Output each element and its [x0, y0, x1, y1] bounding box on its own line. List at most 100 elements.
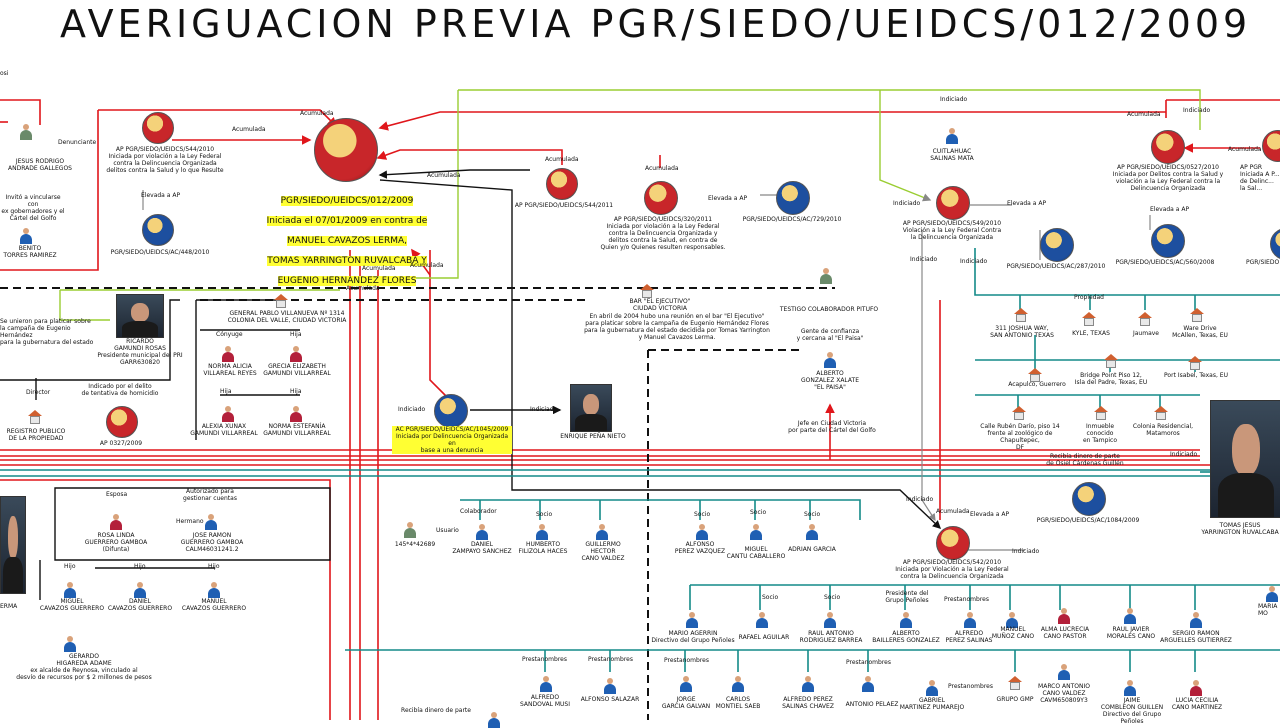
node-ap544-2011[interactable] [546, 168, 578, 200]
grupo-gmp-building-icon [1008, 676, 1022, 690]
label-calle-ruben: Calle Rubén Darío, piso 14 frente al zoo… [980, 423, 1060, 451]
person-maria-icon [1266, 586, 1278, 602]
node-ac287[interactable] [1040, 228, 1074, 262]
label-prestanombres-5: Prestanombres [846, 659, 891, 666]
person-alfonso-s-icon [604, 678, 616, 694]
label-marco: MARCO ANTONIO CANO VALDEZ CAVM650809Y3 [1038, 683, 1090, 704]
label-invito: Invitó a vincularse con ex gobernadores … [1, 194, 65, 222]
house-kyle-icon [1082, 312, 1096, 326]
node-ac560[interactable] [1151, 224, 1185, 258]
label-usuario: Usuario [436, 527, 459, 534]
label-hijo-1: Hijo [64, 563, 76, 570]
house-ware-icon [1190, 308, 1204, 322]
node-ac1084[interactable] [1072, 482, 1106, 516]
label-enrique: ENRIQUE PEÑA NIETO [560, 433, 626, 440]
label-norma-estefania: NORMA ESTEFANÍA GAMUNDI VILLARREAL [263, 423, 331, 437]
label-recibia-1: Recibía dinero de parte de Osiel Cárdena… [1046, 453, 1124, 467]
label-alfredo-ps: ALFREDO PEREZ SALINAS [945, 630, 993, 644]
label-prestanombres-2: Prestanombres [522, 656, 567, 663]
edge-elevada-1: Elevada a AP [141, 192, 181, 199]
label-socio-3: Socio [750, 509, 767, 516]
node-ap542[interactable] [936, 526, 970, 560]
central-line-1: PGR/SIEDO/UEIDCS/012/2009 [280, 196, 414, 206]
label-benito: BENITO TORRES RAMIREZ [3, 245, 57, 259]
label-gabriel: GABRIEL MARTINEZ PUMAREJO [899, 697, 965, 711]
label-esposa: Esposa [106, 491, 128, 498]
house-joshua-icon [1014, 308, 1028, 322]
person-gerardo-icon [64, 636, 76, 652]
label-alberto-paisa: ALBERTO GONZALEZ XALATE "EL PAISA" [800, 370, 860, 391]
label-alfredo-s: ALFREDO SANDOVAL MUSI [520, 694, 570, 708]
label-ware: Ware Drive McAllen, Texas, EU [1172, 325, 1228, 339]
label-daniel-cg: DANIEL CAVAZOS GUERRERO [107, 598, 173, 612]
node-ap549[interactable] [936, 186, 970, 220]
person-testigo-icon [820, 268, 840, 292]
label-colaborador: Colaborador [460, 508, 497, 515]
edge-elevada-3: Elevada a AP [1007, 200, 1047, 207]
person-alfonso-p-icon [696, 524, 708, 540]
label-mario: MARIO AGERRIN Directivo del Grupo Peñole… [651, 630, 735, 644]
node-ac729[interactable] [776, 181, 810, 215]
label-bar-text: En abril de 2004 hubo una reunión en el … [584, 313, 770, 341]
edge-acumulada-8: Acumulada [410, 262, 444, 269]
label-ricardo: RICARDO GAMUNDI ROSAS Presidente municip… [97, 338, 183, 366]
label-socio-6: Socio [824, 594, 841, 601]
node-ap320[interactable] [644, 181, 678, 215]
house-calle-icon [1012, 406, 1026, 420]
person-jaime-icon [1124, 680, 1136, 696]
edge-acumulada-6: Acumulada [1127, 111, 1161, 118]
person-grecia-icon [290, 346, 302, 362]
photo-ricardo[interactable] [116, 294, 164, 338]
edge-indiciado-9: Indiciado [906, 496, 934, 503]
label-manuel-m: MANUEL MUÑOZ CANO [991, 626, 1035, 640]
photo-enrique[interactable] [570, 384, 612, 432]
label-director: Director [26, 389, 51, 396]
label-grupo: GRUPO GMP [996, 696, 1034, 703]
person-alma-icon [1058, 608, 1070, 624]
label-port: Port Isabel, Texas, EU [1164, 372, 1228, 379]
edge-acumulada-7: Acumulada [1228, 146, 1262, 153]
label-grecia: GRECIA ELIZABETH GAMUNDI VILLARREAL [263, 363, 331, 377]
label-ac-right-edge: PGR/SIEDO [1246, 259, 1280, 266]
person-alexia-icon [222, 406, 234, 422]
person-bottom-icon [488, 712, 500, 728]
edge-acumulada-11: Acumulada [936, 508, 970, 515]
node-ap0327[interactable] [106, 406, 138, 438]
person-sergio-icon [1190, 612, 1202, 628]
person-jesus-icon [20, 124, 36, 144]
edge-elevada-5: Elevada a AP [970, 511, 1010, 518]
person-manuel-cg-icon [208, 582, 220, 598]
photo-left-woman[interactable] [0, 496, 26, 594]
edge-indiciado-10: Indiciado [1012, 548, 1040, 555]
person-carlos-icon [732, 676, 744, 692]
label-ap320: AP PGR/SIEDO/UEIDCS/320/2011 Iniciada po… [600, 216, 726, 251]
edge-indiciado-8: Indiciado [1170, 451, 1198, 458]
person-alberto-b-icon [900, 612, 912, 628]
label-carlos: CARLOS MONTIEL SAEB [715, 696, 761, 710]
label-prestanombres-3: Prestanombres [588, 656, 633, 663]
label-autorizado: Autorizado para gestionar cuentas [183, 488, 237, 502]
person-raul-m-icon [1124, 608, 1136, 624]
label-alfonso-s: ALFONSO SALAZAR [580, 696, 640, 703]
edge-elevada-2: Elevada a AP [708, 195, 748, 202]
node-ac448[interactable] [142, 214, 174, 246]
label-propiedad: Propiedad [1074, 294, 1104, 301]
label-cerma: ERMA [0, 603, 18, 610]
node-ap544-2010[interactable] [142, 112, 174, 144]
label-kyle: KYLE, TEXAS [1072, 330, 1110, 337]
photo-tomas[interactable] [1210, 400, 1280, 518]
label-cuitlahuac: CUITLAHUAC SALINAS MATA [930, 148, 974, 162]
person-cuitlahuac-icon [946, 128, 958, 144]
person-mario-icon [686, 612, 698, 628]
label-sergio: SERGIO RAMON ARGUELLES GUTIERREZ [1160, 630, 1232, 644]
label-testigo: TESTIGO COLABORADOR PITUFO [779, 306, 879, 313]
node-ap527[interactable] [1151, 130, 1185, 164]
person-benito-icon [20, 228, 32, 244]
label-hija-2: Hija [220, 388, 232, 395]
registry-building-icon [28, 410, 42, 424]
central-case-node[interactable] [314, 118, 378, 182]
label-jesus: JESUS RODRIGO ANDRADE GALLEGOS [8, 158, 72, 172]
label-ap544-2010: AP PGR/SIEDO/UEIDCS/544/2010 Iniciada po… [106, 146, 224, 174]
label-bar: BAR "EL EJECUTIVO" CIUDAD VICTORIA [629, 298, 691, 312]
node-ac1045[interactable] [434, 394, 468, 428]
